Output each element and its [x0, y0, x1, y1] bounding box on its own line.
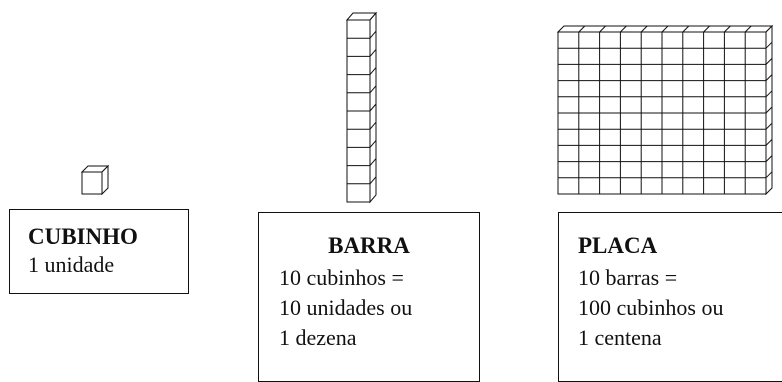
- flat-top-grid-line: [724, 25, 731, 33]
- card-placa: PLACA 10 barras = 100 cubinhos ou 1 cent…: [558, 212, 782, 382]
- unit-cube-illustration: [80, 164, 110, 196]
- flat-top-grid-line: [744, 25, 752, 33]
- flat-top-grid-line: [599, 25, 606, 33]
- flat-illustration: [556, 24, 774, 196]
- rod-side-grid-line: [369, 176, 377, 185]
- flat-side-grid-line: [765, 90, 773, 98]
- card-barra-line-2: 10 unidades ou: [279, 295, 413, 320]
- flat-top-grid-line: [703, 25, 710, 33]
- flat-top-grid-line: [640, 25, 648, 33]
- card-cubinho-line-1: 1 unidade: [28, 252, 115, 277]
- flat-top-grid-line: [661, 25, 669, 33]
- card-cubinho: CUBINHO 1 unidade: [9, 209, 189, 294]
- unit-cube-side-face: [101, 164, 109, 196]
- flat-side-grid-line: [765, 106, 773, 114]
- card-barra-line-1: 10 cubinhos =: [279, 265, 404, 290]
- card-barra-title: BARRA: [328, 233, 410, 258]
- rod-side-grid-line: [369, 85, 377, 94]
- flat-top-grid-line: [682, 25, 690, 33]
- card-placa-line-2: 100 cubinhos ou: [578, 295, 724, 320]
- flat-side-grid-line: [765, 139, 773, 146]
- card-placa-title: PLACA: [578, 233, 658, 258]
- card-barra: BARRA 10 cubinhos = 10 unidades ou 1 dez…: [258, 212, 480, 382]
- flat-side-grid-line: [765, 74, 773, 81]
- rod-illustration: [345, 11, 378, 204]
- flat-side-grid-line: [765, 155, 773, 162]
- flat-top-grid-line: [578, 25, 586, 33]
- rod-side-grid-line: [369, 158, 377, 166]
- card-placa-line-1: 10 barras =: [578, 265, 678, 290]
- rod-side-grid-line: [369, 121, 377, 130]
- rod-side-grid-line: [369, 140, 377, 148]
- flat-side-grid-line: [765, 41, 773, 49]
- flat-side-grid-line: [765, 58, 773, 65]
- flat-top-grid-line: [620, 25, 627, 33]
- card-barra-line-3: 1 dezena: [279, 325, 357, 350]
- rod-side-grid-line: [369, 49, 377, 57]
- unit-cube-front-face: [81, 171, 103, 195]
- rod-side-grid-line: [369, 103, 377, 112]
- rod-side-grid-line: [369, 67, 377, 75]
- rod-side-grid-line: [369, 30, 377, 39]
- flat-side-grid-line: [765, 171, 773, 179]
- flat-side-grid-line: [765, 122, 773, 130]
- card-cubinho-title: CUBINHO: [28, 224, 138, 249]
- card-placa-line-3: 1 centena: [578, 325, 662, 350]
